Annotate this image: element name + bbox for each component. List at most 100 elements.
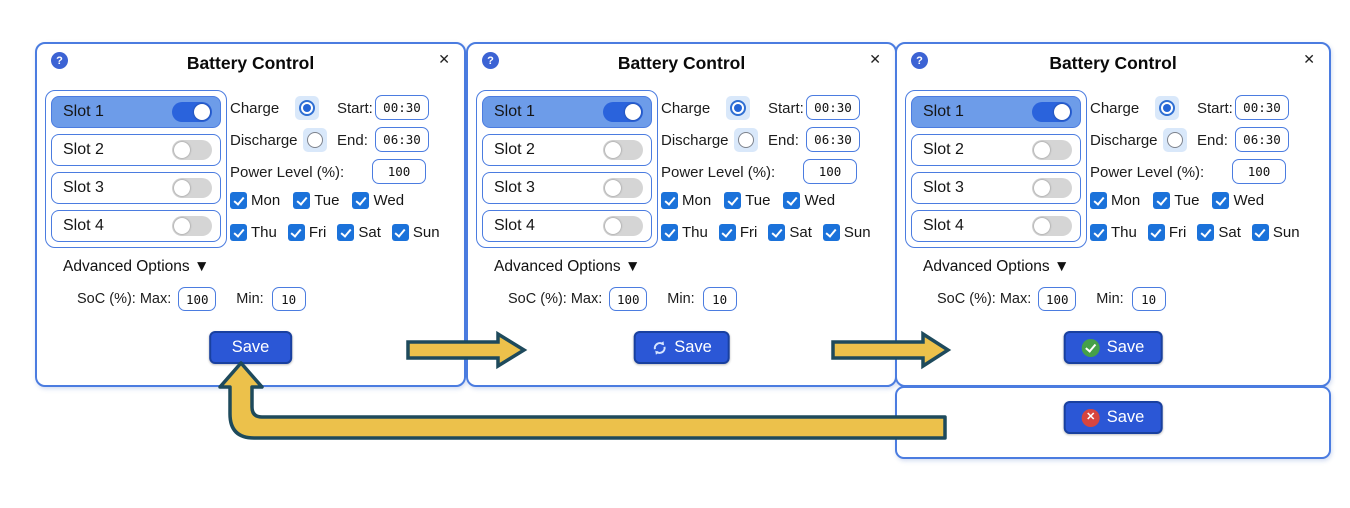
day-checkbox-tue[interactable]: Tue — [293, 192, 339, 209]
day-checkbox-fri[interactable]: Fri — [1147, 224, 1187, 241]
slot-row-2[interactable]: Slot 2 — [911, 134, 1081, 166]
slot-label: Slot 2 — [494, 141, 535, 158]
toggle-switch[interactable] — [172, 216, 212, 236]
toggle-switch[interactable] — [603, 140, 643, 160]
toggle-switch[interactable] — [603, 178, 643, 198]
day-checkbox-mon[interactable]: Mon — [230, 192, 280, 209]
advanced-options-toggle[interactable]: Advanced Options ▼ — [494, 258, 641, 275]
day-checkbox-wed[interactable]: Wed — [783, 192, 835, 209]
day-label: Tue — [1174, 192, 1200, 209]
discharge-radio[interactable] — [303, 128, 327, 152]
soc-min-input[interactable] — [1131, 287, 1166, 311]
day-checkbox-mon[interactable]: Mon — [661, 192, 711, 209]
day-checkbox-thu[interactable]: Thu — [230, 224, 277, 241]
save-button-error[interactable]: ✕ Save — [1063, 401, 1163, 434]
slot-row-4[interactable]: Slot 4 — [482, 210, 652, 242]
start-time-input[interactable] — [375, 95, 429, 120]
help-icon-glyph: ? — [487, 54, 494, 67]
toggle-switch[interactable] — [1032, 216, 1072, 236]
slot-row-4[interactable]: Slot 4 — [51, 210, 221, 242]
checkbox-checked-icon — [1197, 224, 1215, 241]
day-checkbox-tue[interactable]: Tue — [1153, 192, 1199, 209]
day-label: Fri — [1168, 224, 1187, 241]
toggle-switch[interactable] — [172, 102, 212, 122]
slot-row-4[interactable]: Slot 4 — [911, 210, 1081, 242]
day-checkbox-tue[interactable]: Tue — [724, 192, 770, 209]
end-time-input[interactable] — [375, 127, 429, 152]
toggle-knob — [1034, 142, 1050, 158]
toggle-switch[interactable] — [172, 140, 212, 160]
slot-row-3[interactable]: Slot 3 — [911, 172, 1081, 204]
help-icon[interactable]: ? — [482, 52, 499, 69]
slot-row-2[interactable]: Slot 2 — [482, 134, 652, 166]
slot-row-1[interactable]: Slot 1 — [51, 96, 221, 128]
toggle-switch[interactable] — [1032, 178, 1072, 198]
advanced-options-toggle[interactable]: Advanced Options ▼ — [923, 258, 1070, 275]
start-label: Start: — [337, 100, 373, 117]
power-level-input[interactable] — [803, 159, 857, 184]
day-checkbox-sat[interactable]: Sat — [337, 224, 381, 241]
toggle-switch[interactable] — [1032, 102, 1072, 122]
toggle-switch[interactable] — [603, 102, 643, 122]
success-check-icon — [1081, 338, 1100, 357]
day-checkbox-sat[interactable]: Sat — [768, 224, 812, 241]
day-checkbox-mon[interactable]: Mon — [1090, 192, 1140, 209]
soc-max-input[interactable] — [1038, 287, 1077, 311]
day-label: Wed — [804, 192, 836, 209]
toggle-switch[interactable] — [603, 216, 643, 236]
slot-row-3[interactable]: Slot 3 — [51, 172, 221, 204]
toggle-knob — [1054, 104, 1070, 120]
day-checkbox-sun[interactable]: Sun — [391, 224, 440, 241]
checkbox-checked-icon — [822, 224, 840, 241]
day-checkbox-thu[interactable]: Thu — [1090, 224, 1137, 241]
save-button[interactable]: ✕ Save — [208, 331, 293, 364]
day-label: Wed — [1233, 192, 1265, 209]
start-time-input[interactable] — [1235, 95, 1289, 120]
error-x-icon: ✕ — [1081, 408, 1100, 427]
checkbox-checked-icon — [391, 224, 409, 241]
charge-radio[interactable] — [726, 96, 750, 120]
help-icon[interactable]: ? — [911, 52, 928, 69]
power-level-input[interactable] — [372, 159, 426, 184]
slot-row-3[interactable]: Slot 3 — [482, 172, 652, 204]
save-button[interactable]: ✕ Save — [633, 331, 730, 364]
toggle-knob — [625, 104, 641, 120]
close-icon[interactable]: ✕ — [1303, 51, 1315, 67]
charge-radio[interactable] — [295, 96, 319, 120]
day-checkbox-sun[interactable]: Sun — [822, 224, 871, 241]
soc-min-input[interactable] — [271, 287, 306, 311]
help-icon[interactable]: ? — [51, 52, 68, 69]
day-checkbox-wed[interactable]: Wed — [352, 192, 404, 209]
day-checkbox-sat[interactable]: Sat — [1197, 224, 1241, 241]
day-checkbox-fri[interactable]: Fri — [287, 224, 326, 241]
soc-min-input[interactable] — [702, 287, 737, 311]
day-checkbox-thu[interactable]: Thu — [661, 224, 708, 241]
toggle-switch[interactable] — [1032, 140, 1072, 160]
advanced-options-toggle[interactable]: Advanced Options ▼ — [63, 258, 210, 275]
close-icon[interactable]: ✕ — [869, 51, 881, 67]
day-checkbox-fri[interactable]: Fri — [718, 224, 757, 241]
close-icon[interactable]: ✕ — [438, 51, 450, 67]
charge-radio[interactable] — [1155, 96, 1179, 120]
checkbox-checked-icon — [352, 192, 370, 209]
toggle-switch[interactable] — [172, 178, 212, 198]
start-time-input[interactable] — [806, 95, 860, 120]
day-checkbox-wed[interactable]: Wed — [1212, 192, 1264, 209]
slot-row-1[interactable]: Slot 1 — [911, 96, 1081, 128]
end-time-input[interactable] — [1235, 127, 1289, 152]
end-time-input[interactable] — [806, 127, 860, 152]
discharge-label: Discharge — [1090, 132, 1158, 149]
day-checkbox-sun[interactable]: Sun — [1251, 224, 1300, 241]
slot-label: Slot 2 — [923, 141, 964, 158]
save-button[interactable]: ✕ Save — [1063, 331, 1163, 364]
soc-max-input[interactable] — [178, 287, 217, 311]
battery-control-dialog: ? Battery Control ✕ Slot 1 Slot 2 Slot 3… — [895, 42, 1331, 387]
slot-row-1[interactable]: Slot 1 — [482, 96, 652, 128]
discharge-radio[interactable] — [1163, 128, 1187, 152]
slot-row-2[interactable]: Slot 2 — [51, 134, 221, 166]
toggle-knob — [605, 218, 621, 234]
soc-max-input[interactable] — [609, 287, 648, 311]
discharge-radio[interactable] — [734, 128, 758, 152]
day-label: Sun — [1272, 224, 1300, 241]
power-level-input[interactable] — [1232, 159, 1286, 184]
